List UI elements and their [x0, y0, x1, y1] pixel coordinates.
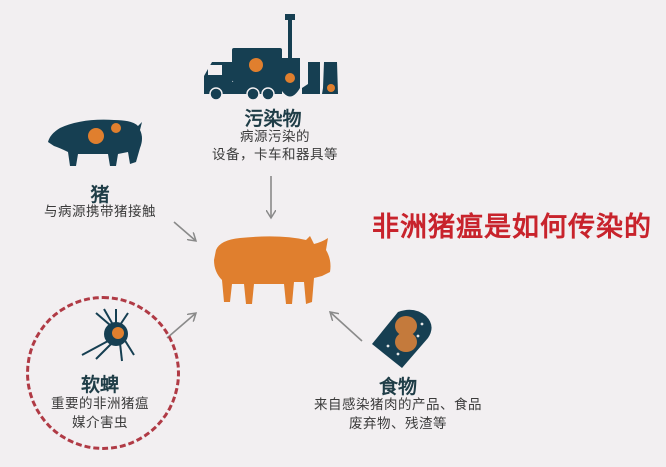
pig-title: 猪 [90, 184, 110, 206]
contaminants-desc-line-1: 病源污染的 [240, 129, 310, 145]
tick-desc-line-1: 重要的非洲猪瘟 [51, 396, 149, 412]
arrow-tick [166, 313, 196, 339]
food-sandwich-icon [372, 309, 432, 368]
tick-title: 软蜱 [80, 374, 119, 396]
food-desc-line-2: 废弃物、残渣等 [349, 416, 447, 432]
tick-desc-line-2: 媒介害虫 [72, 415, 128, 431]
infected-pig-icon [214, 236, 331, 304]
contaminants-desc-line-2: 设备，卡车和器具等 [212, 147, 338, 163]
boots-icon [302, 62, 338, 94]
truck-icon [204, 48, 282, 100]
food-desc-line-1: 来自感染猪肉的产品、食品 [314, 397, 482, 413]
contaminant-icons [204, 14, 338, 100]
contaminants-title: 污染物 [244, 108, 302, 130]
tick-icon [81, 308, 135, 362]
pig-desc: 与病源携带猪接触 [44, 204, 156, 220]
shovel-icon [280, 14, 300, 97]
arrow-pig [173, 221, 196, 241]
diagram-title: 非洲猪瘟是如何传染的 [372, 212, 652, 243]
tick-highlight-circle [26, 296, 180, 450]
arrow-food [330, 312, 363, 342]
food-title: 食物 [378, 376, 417, 398]
pig-icon [48, 119, 142, 166]
